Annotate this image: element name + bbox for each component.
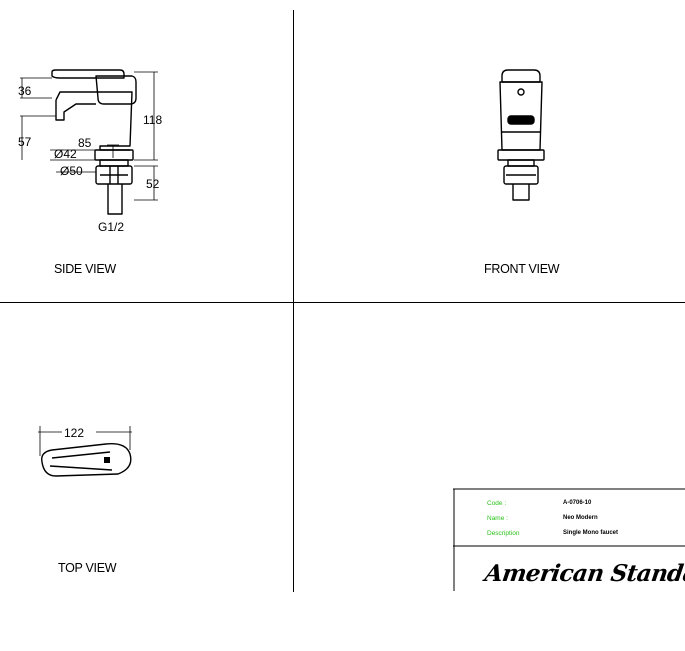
side-view-label: SIDE VIEW (54, 262, 116, 276)
dim-36: 36 (18, 84, 32, 98)
dim-52: 52 (146, 177, 160, 191)
brand-logo: American Standard (483, 560, 685, 587)
dim-42: Ø42 (54, 147, 77, 161)
title-block-frame (453, 488, 685, 591)
side-nut (95, 165, 133, 185)
side-base-ring (94, 149, 134, 161)
front-shank (512, 184, 530, 201)
dim-50: Ø50 (60, 164, 83, 178)
code-label: Code : (487, 500, 507, 507)
description-label: Description (487, 530, 520, 537)
front-aerator (507, 115, 535, 125)
name-value: Neo Modern (563, 515, 598, 521)
front-view-label: FRONT VIEW (484, 262, 560, 276)
dim-57: 57 (18, 135, 32, 149)
front-view-drawing (497, 69, 545, 201)
dim-122: 122 (64, 426, 84, 440)
side-body-shape (55, 91, 133, 151)
side-view-drawing: 36 118 57 85 Ø42 Ø50 52 G1/2 (18, 69, 162, 234)
description-row: Description Single Mono faucet (487, 530, 618, 537)
code-row: Code : A-0706-10 (487, 500, 591, 507)
front-indicator (517, 88, 525, 96)
front-nut (503, 165, 539, 185)
side-handle-shape (51, 69, 125, 79)
horizontal-divider (0, 302, 685, 304)
side-shank (107, 184, 123, 215)
front-base-ring (497, 149, 545, 161)
side-nut-top (99, 159, 129, 167)
dim-thread: G1/2 (98, 220, 124, 234)
name-label: Name : (487, 515, 508, 522)
front-handle-shape (501, 69, 541, 83)
description-value: Single Mono faucet (563, 530, 619, 536)
name-row: Name : Neo Modern (487, 515, 598, 522)
top-view-label: TOP VIEW (58, 561, 117, 575)
top-indicator (104, 457, 110, 463)
side-grip-shape (95, 75, 137, 105)
dim-118: 118 (143, 113, 162, 127)
vertical-divider (293, 10, 295, 592)
top-view-drawing: 122 (38, 426, 132, 477)
title-block: Code : A-0706-10 Name : Neo Modern Descr… (453, 488, 685, 591)
side-spout-shape (55, 100, 96, 121)
top-handle-shape (41, 443, 132, 477)
dim-85: 85 (78, 136, 92, 150)
code-value: A-0706-10 (563, 500, 592, 506)
